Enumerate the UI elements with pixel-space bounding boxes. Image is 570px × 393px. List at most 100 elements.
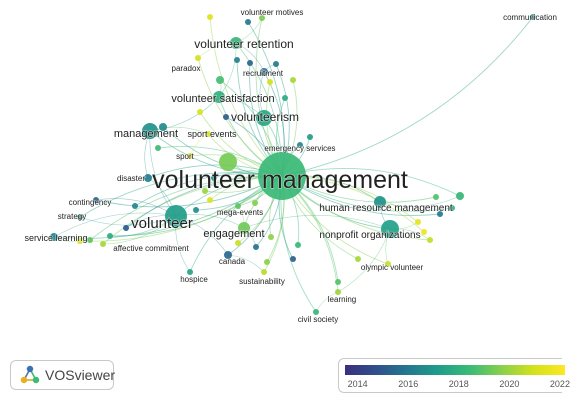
keyword-node-n-top-7[interactable]: [267, 79, 273, 85]
keyword-node-n-right-2[interactable]: [456, 192, 464, 200]
keyword-label-volunteer-satisfaction[interactable]: volunteer satisfaction: [171, 92, 276, 105]
keyword-node-n-mid-3[interactable]: [197, 109, 203, 115]
keyword-node-service-learning[interactable]: [50, 233, 58, 241]
keyword-node-n-right-4[interactable]: [415, 219, 421, 225]
keyword-node-n-low-5[interactable]: [335, 279, 341, 285]
keyword-node-management[interactable]: [142, 123, 158, 139]
keyword-node-human-resource-management[interactable]: [374, 196, 386, 208]
keyword-node-n-top-3[interactable]: [234, 57, 240, 63]
keyword-node-n-mid-1[interactable]: [159, 123, 167, 131]
keyword-node-n-mid-10[interactable]: [207, 197, 213, 203]
keyword-node-n-left-1[interactable]: [123, 225, 129, 231]
keyword-node-volunteer-satisfaction[interactable]: [213, 91, 225, 103]
keyword-node-olympic-volunteer[interactable]: [385, 261, 391, 267]
keyword-node-n-mid-2[interactable]: [155, 145, 161, 151]
keyword-node-n-top-9[interactable]: [282, 95, 288, 101]
keyword-node-n-right-1[interactable]: [433, 194, 439, 200]
keyword-node-recruitment[interactable]: [260, 68, 268, 76]
keyword-node-n-mid-6[interactable]: [211, 175, 217, 181]
keyword-label-service-learning[interactable]: service learning: [24, 232, 88, 243]
keyword-label-volunteer[interactable]: volunteer: [131, 214, 194, 232]
keyword-node-n-mid-9[interactable]: [193, 207, 199, 213]
keyword-label-engagement[interactable]: engagement: [203, 227, 265, 240]
keyword-node-volunteer-management[interactable]: [258, 152, 306, 200]
keyword-node-disaster[interactable]: [144, 174, 152, 182]
keyword-label-hospice[interactable]: hospice: [180, 274, 209, 284]
keyword-label-nonprofit-organizations[interactable]: nonprofit organizations: [319, 229, 421, 241]
keyword-node-n-right-3[interactable]: [437, 211, 443, 217]
keyword-node-engagement[interactable]: [238, 222, 250, 234]
keyword-label-paradox[interactable]: paradox: [171, 63, 201, 73]
keyword-label-management[interactable]: management: [113, 127, 178, 140]
keyword-label-strategy[interactable]: strategy: [57, 211, 87, 221]
keyword-node-n-top-1[interactable]: [207, 14, 213, 20]
keyword-label-affective-commitment[interactable]: affective commitment: [113, 243, 190, 253]
keyword-node-strategy[interactable]: [77, 214, 83, 220]
keyword-node-sport-events[interactable]: [205, 131, 211, 137]
keyword-label-communication[interactable]: communication: [502, 12, 557, 22]
keyword-node-n-mid-5[interactable]: [219, 153, 237, 171]
keyword-node-n-left-3[interactable]: [87, 237, 93, 243]
keyword-node-n-left-4[interactable]: [77, 238, 83, 244]
keyword-node-affective-commitment[interactable]: [100, 241, 106, 247]
keyword-node-n-mid-11[interactable]: [235, 240, 241, 246]
keyword-node-n-right-5[interactable]: [427, 237, 433, 243]
keyword-label-mega-events[interactable]: mega-events: [216, 207, 263, 217]
keyword-node-n-left-2[interactable]: [107, 233, 113, 239]
keyword-label-volunteer-motives[interactable]: volunteer motives: [240, 7, 304, 17]
keyword-label-learning[interactable]: learning: [327, 294, 357, 304]
keyword-label-volunteer-retention[interactable]: volunteer retention: [194, 36, 295, 51]
keyword-node-n-low-7[interactable]: [264, 259, 270, 265]
keyword-node-n-low-2[interactable]: [268, 234, 274, 240]
keyword-node-hospice[interactable]: [187, 269, 193, 275]
keyword-node-canada[interactable]: [224, 251, 232, 259]
keyword-node-n-top-10[interactable]: [223, 114, 229, 120]
keyword-node-sustainability[interactable]: [261, 269, 267, 275]
keyword-node-volunteer-motives[interactable]: [259, 15, 265, 21]
keyword-label-olympic-volunteer[interactable]: olympic volunteer: [360, 262, 424, 272]
keyword-node-n-mid-4[interactable]: [307, 134, 313, 140]
keyword-label-canada[interactable]: canada: [218, 256, 246, 266]
keyword-label-sport[interactable]: sport: [176, 151, 196, 161]
keyword-node-mega-events[interactable]: [235, 203, 241, 209]
keyword-node-n-top-8[interactable]: [290, 77, 296, 83]
keyword-label-contingency[interactable]: contingency: [68, 197, 112, 207]
keyword-label-recruitment[interactable]: recruitment: [242, 68, 284, 78]
keyword-node-nonprofit-organizations[interactable]: [381, 220, 399, 238]
keyword-node-learning[interactable]: [335, 289, 341, 295]
keyword-node-n-top-5[interactable]: [247, 60, 253, 66]
keyword-label-civil-society[interactable]: civil society: [297, 314, 339, 324]
keyword-node-volunteer-retention[interactable]: [230, 37, 242, 49]
keyword-node-n-low-1[interactable]: [253, 244, 259, 250]
keyword-node-n-right-6[interactable]: [421, 229, 427, 235]
network-edge: [379, 195, 461, 207]
keyword-node-n-mid-8[interactable]: [252, 200, 258, 206]
keyword-node-n-low-6[interactable]: [355, 256, 361, 262]
keyword-label-volunteer-management[interactable]: volunteer management: [152, 165, 409, 194]
keyword-node-n-low-4[interactable]: [290, 256, 296, 262]
keyword-node-paradox[interactable]: [195, 55, 201, 61]
keyword-label-disaster[interactable]: disaster: [116, 173, 146, 183]
keyword-node-civil-society[interactable]: [313, 309, 319, 315]
keyword-node-n-low-3[interactable]: [295, 242, 301, 248]
keyword-node-volunteer[interactable]: [165, 205, 187, 227]
keyword-label-volunteerism[interactable]: volunteerism: [230, 109, 299, 124]
keyword-node-volunteerism[interactable]: [256, 110, 272, 126]
keyword-node-n-top-2[interactable]: [245, 19, 251, 25]
keyword-node-communication[interactable]: [530, 14, 536, 20]
keyword-node-n-right-7[interactable]: [449, 205, 455, 211]
keyword-label-emergency-services[interactable]: emergency services: [264, 143, 336, 153]
keyword-node-sport[interactable]: [187, 153, 193, 159]
network-edge: [102, 175, 283, 245]
keyword-node-n-left-5[interactable]: [132, 203, 138, 209]
keyword-node-n-top-6[interactable]: [273, 61, 279, 67]
keyword-label-sport-events[interactable]: sport events: [187, 128, 238, 139]
keyword-label-sustainability[interactable]: sustainability: [238, 276, 285, 286]
keyword-node-emergency-services[interactable]: [297, 142, 303, 148]
keyword-node-n-top-4[interactable]: [216, 76, 224, 84]
keyword-node-n-mid-7[interactable]: [202, 188, 208, 194]
keyword-node-contingency[interactable]: [93, 197, 99, 203]
keyword-label-human-resource-management[interactable]: human resource management: [319, 202, 454, 214]
